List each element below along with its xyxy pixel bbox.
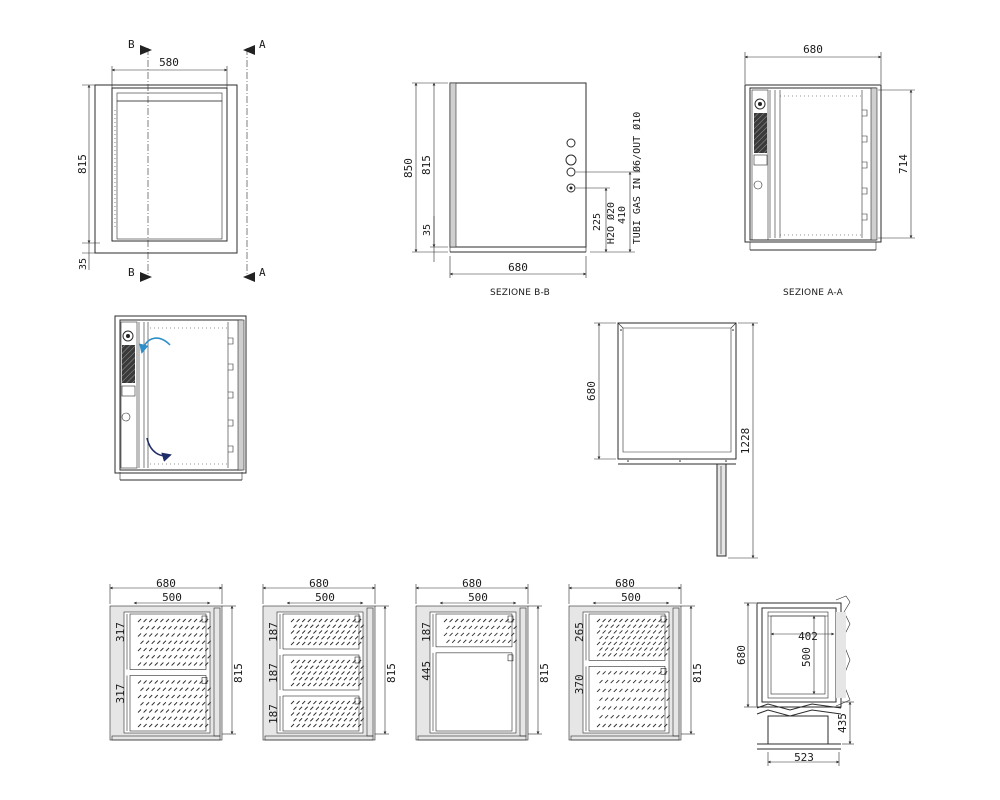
drawer: 445: [420, 652, 514, 732]
section-b-top-arrow: [140, 45, 152, 55]
drawer-config-height: 815: [691, 663, 704, 683]
drawer-config-inner: 500: [468, 591, 488, 604]
door-plan-open-door: [716, 463, 727, 557]
drawer-config-width: 680: [309, 577, 329, 590]
drawer-side-extension: 435: [836, 713, 849, 733]
drawer-side-cabinet: [756, 602, 842, 708]
drawer-height-dim: 187: [267, 663, 280, 683]
drawer-side-inner-depth: 402: [798, 630, 818, 643]
drawer-config-width: 680: [462, 577, 482, 590]
drawer-config-width: 680: [156, 577, 176, 590]
section-bb-door: [449, 82, 457, 248]
drawer-side-width: 523: [794, 751, 814, 764]
air-exhaust-arrow: [146, 437, 172, 462]
drawer-side-extended: [767, 715, 829, 745]
section-bb-depth: 680: [508, 261, 528, 274]
drawer: 187: [267, 654, 365, 691]
gas-connection-label: TUBI GAS IN Ø6/OUT Ø10: [631, 112, 643, 244]
section-a-bottom-arrow: [243, 272, 255, 282]
section-b-bottom-arrow: [140, 272, 152, 282]
drawer-height-dim: 370: [573, 674, 586, 694]
section-bb-view: 225 H2O Ø20 410 TUBI GAS IN Ø6/OUT Ø10 8…: [402, 82, 643, 298]
gas-out-connection: [566, 138, 576, 148]
front-width-dim: 580: [159, 56, 179, 69]
section-aa-condenser: [754, 113, 767, 153]
drawer-config-height: 815: [232, 663, 245, 683]
front-base-dim: 35: [78, 258, 89, 270]
h2o-connection-label: H2O Ø20: [605, 202, 617, 244]
front-view-outline: [94, 84, 238, 254]
section-aa-height: 714: [897, 154, 910, 174]
section-aa-fan: [754, 98, 766, 110]
drawer-height-dim: 445: [420, 661, 433, 681]
drawer-side-drawer-depth: 500: [800, 647, 813, 667]
section-aa-caption: SEZIONE A-A: [783, 288, 844, 298]
section-bb-total-height: 850: [402, 158, 415, 178]
drawer: 187: [267, 613, 365, 650]
drawer-height-dim: 187: [420, 622, 433, 642]
air-intake-arrow: [139, 337, 171, 354]
drawer: 265: [573, 613, 671, 661]
airflow-view: [114, 315, 247, 481]
h2o-connection: [566, 183, 576, 193]
front-view-door: [111, 87, 228, 242]
front-view-handle: [116, 92, 223, 102]
section-aa-width: 680: [803, 43, 823, 56]
drawer-height-dim: 187: [267, 704, 280, 724]
drawer-height-dim: 317: [114, 622, 127, 642]
section-bb-outline: [449, 82, 587, 248]
drawer-config-width: 680: [615, 577, 635, 590]
front-view-glass: [116, 100, 223, 240]
section-a-top-arrow: [243, 45, 255, 55]
front-view: 580 815 35 B B A A: [76, 38, 266, 282]
section-b-bottom-label: B: [128, 266, 135, 279]
drawer-height-dim: 265: [573, 622, 586, 642]
door-plan-depth: 680: [585, 381, 598, 401]
drawer-config-inner: 500: [315, 591, 335, 604]
drawer-height-dim: 317: [114, 684, 127, 704]
front-height-dim: 815: [76, 154, 89, 174]
drawer: 370: [573, 666, 671, 732]
drawer-side-view: 680 402 500 435 523: [735, 595, 854, 766]
drawer-configs: 6805008153173176805008151871871876805008…: [109, 577, 704, 741]
drawer: 317: [114, 675, 212, 732]
airflow-outline: [114, 315, 247, 474]
section-bb-caption: SEZIONE B-B: [490, 288, 550, 298]
drawer-config-inner: 500: [621, 591, 641, 604]
gas-height-dim: 410: [617, 206, 628, 224]
drawer-side-depth: 680: [735, 645, 748, 665]
door-plan-view: 680 1228: [585, 322, 758, 559]
section-aa-outline: [744, 84, 882, 243]
section-aa-view: 680 714 SEZIONE A-A: [744, 43, 915, 298]
door-plan-outline: [617, 322, 737, 460]
gas-in-connection: [565, 154, 577, 166]
door-plan-open-reach: 1228: [739, 428, 752, 455]
drawer-config-inner: 500: [162, 591, 182, 604]
section-b-top-label: B: [128, 38, 135, 51]
drawer-config-height: 815: [538, 663, 551, 683]
section-bb-body-height: 815: [420, 155, 433, 175]
drawer-height-dim: 187: [267, 622, 280, 642]
h2o-height-dim: 225: [592, 213, 603, 231]
section-a-top-label: A: [259, 38, 266, 51]
drawer: 187: [267, 695, 365, 732]
aux-connection: [566, 167, 576, 177]
section-a-bottom-label: A: [259, 266, 266, 279]
drawer: 317: [114, 613, 212, 670]
section-bb-base: 35: [422, 224, 433, 236]
drawer: 187: [420, 613, 518, 648]
drawer-config-height: 815: [385, 663, 398, 683]
